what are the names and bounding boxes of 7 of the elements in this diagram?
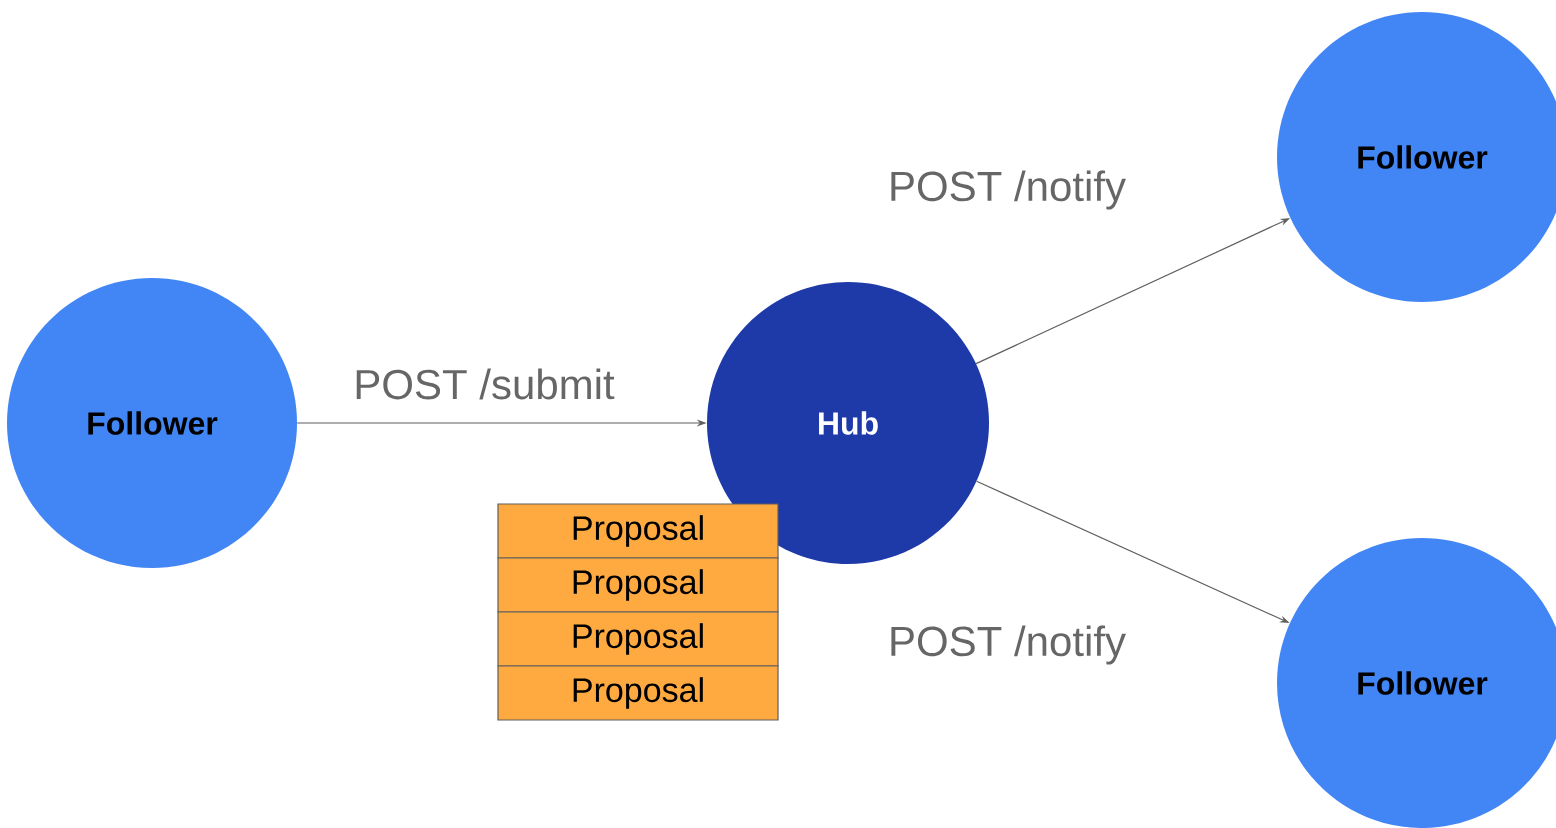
proposal-box: Proposal	[497, 557, 779, 613]
edge-label: POST /notify	[885, 623, 1129, 667]
proposal-box: Proposal	[497, 503, 779, 559]
edge-label: POST /notify	[885, 168, 1129, 212]
edge-label: POST /submit	[351, 366, 617, 402]
proposal-box: Proposal	[497, 611, 779, 667]
proposal-box: Proposal	[497, 665, 779, 721]
